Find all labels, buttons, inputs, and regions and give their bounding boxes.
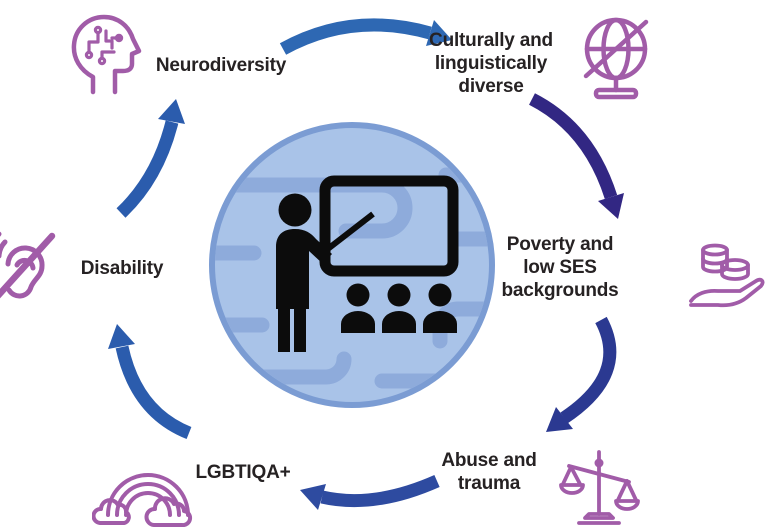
- label-disability: Disability: [42, 257, 202, 280]
- globe-icon: [583, 17, 649, 100]
- arrow-abuse-to-lgbtiqa: [300, 475, 440, 510]
- arrow-poverty-to-abuse: [546, 316, 617, 432]
- arrow-disability-to-neurodiversity: [116, 99, 185, 218]
- classroom-center-illustration: [209, 122, 495, 408]
- label-line: linguistically: [434, 53, 548, 74]
- label-line: backgrounds: [501, 280, 619, 301]
- label-line: Neurodiversity: [155, 55, 287, 76]
- deaf-ear-icon: [0, 231, 56, 299]
- label-line: Poverty and: [506, 234, 614, 255]
- label-poverty-low-ses: Poverty and low SES backgrounds: [480, 233, 640, 302]
- label-line: diverse: [458, 76, 524, 97]
- board-icon: [319, 175, 459, 277]
- label-line: low SES: [523, 257, 597, 278]
- label-line: trauma: [457, 473, 521, 494]
- label-line: Abuse and: [441, 450, 537, 471]
- hand-coins-icon: [689, 243, 765, 308]
- label-lgbtiqa: LGBTIQA+: [163, 461, 323, 484]
- label-line: LGBTIQA+: [195, 462, 291, 483]
- label-neurodiversity: Neurodiversity: [121, 54, 321, 77]
- students-icon: [341, 283, 457, 333]
- arrow-neurodiversity-to-cultural: [279, 18, 452, 55]
- rainbow-icon: [92, 473, 193, 527]
- label-culturally-linguistically-diverse: Culturally and linguistically diverse: [411, 29, 571, 98]
- label-line: Disability: [80, 258, 164, 279]
- label-line: Culturally and: [429, 30, 553, 51]
- teacher-icon: [276, 193, 375, 352]
- brain-head-icon: [71, 14, 142, 95]
- arrow-lgbtiqa-to-disability: [108, 324, 192, 440]
- scales-icon: [559, 450, 640, 525]
- teacher-classroom-pictogram: [276, 175, 459, 352]
- label-abuse-trauma: Abuse and trauma: [409, 449, 569, 495]
- arrow-cultural-to-poverty: [528, 93, 624, 219]
